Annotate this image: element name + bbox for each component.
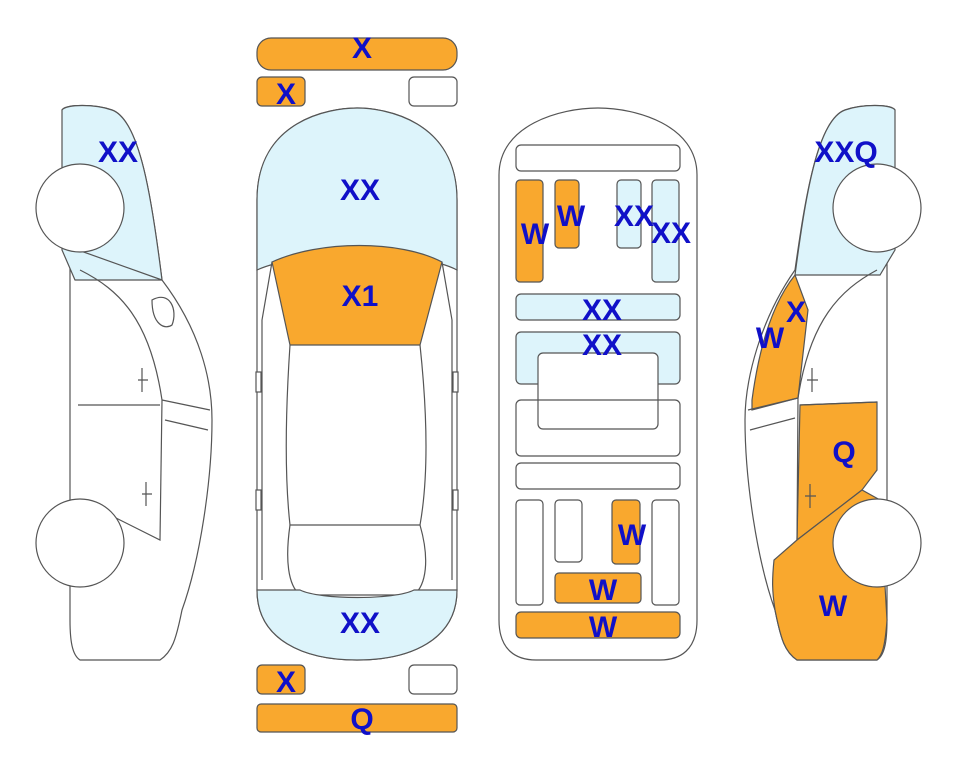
front-bumper-panel[interactable] — [256, 37, 458, 71]
floor-front-crossbar — [515, 144, 681, 172]
floor-front-left-rail[interactable] — [515, 179, 544, 283]
underbody-view: W W XX XX XX XX W W W — [498, 107, 698, 661]
floor-front-left-inner-label: W — [557, 200, 586, 233]
rear-bumper-label: Q — [350, 703, 373, 736]
rear-bumper-panel[interactable] — [256, 703, 458, 733]
front-left-corner-panel[interactable] — [256, 76, 306, 107]
floor-mid-frame — [515, 399, 681, 457]
front-bumper-label: X — [352, 32, 372, 65]
floor-front-left-rail-label: W — [521, 218, 550, 251]
windshield-panel[interactable] — [271, 244, 443, 346]
right-door-seam — [799, 401, 878, 406]
right-window-line — [796, 269, 878, 541]
right-front-wheel — [832, 163, 922, 253]
roof-outline — [285, 344, 427, 526]
left-side-view: XX — [35, 104, 213, 661]
right-mirror-top — [452, 371, 459, 393]
left-hood-line — [77, 249, 163, 281]
left-mirror-top — [255, 371, 262, 393]
right-rear-door-label: Q — [832, 436, 855, 469]
rear-left-corner-panel[interactable] — [256, 664, 306, 695]
front-right-corner-panel[interactable] — [408, 76, 458, 107]
left-handle-top — [255, 489, 262, 511]
left-mirror — [151, 296, 175, 328]
floor-rear-left-rail — [515, 499, 544, 606]
right-rear-glass — [747, 397, 799, 431]
rear-right-corner-panel[interactable] — [408, 664, 458, 695]
left-window-line — [79, 269, 163, 541]
floor-crossmember-2-label: XX — [582, 329, 622, 362]
trunk-label: XX — [340, 607, 380, 640]
floor-rear-end-panel[interactable] — [515, 611, 681, 639]
floor-rear-panel[interactable] — [554, 572, 642, 604]
right-mirror-area-label: W — [756, 322, 785, 355]
right-a-pillar-panel[interactable] — [751, 273, 809, 411]
floor-rear-right-rail[interactable] — [611, 499, 641, 565]
front-left-corner-label: X — [276, 78, 296, 111]
floor-front-right-rail-label: XX — [651, 217, 691, 250]
floor-rear-right-outer — [651, 499, 680, 606]
right-rear-door-handle — [805, 484, 816, 508]
floor-crossmember-1-label: XX — [582, 294, 622, 327]
right-quarter-panel-label: W — [819, 590, 848, 623]
windshield-label: X1 — [342, 280, 379, 313]
right-front-fender-label: XXQ — [814, 136, 877, 169]
left-rear-glass — [161, 399, 211, 431]
rear-window-outline — [287, 524, 427, 596]
floor-rear-end-panel-label: W — [589, 611, 618, 644]
rear-left-corner-label: X — [276, 666, 296, 699]
hood-label: XX — [340, 174, 380, 207]
left-front-door-handle — [138, 368, 148, 392]
left-front-wheel — [35, 163, 125, 253]
right-a-pillar-label: X — [786, 296, 806, 329]
right-handle-top — [452, 489, 459, 511]
floor-front-left-inner[interactable] — [554, 179, 580, 249]
right-rear-wheel — [832, 498, 922, 588]
trunk-panel[interactable] — [256, 589, 458, 661]
left-rear-wheel — [35, 498, 125, 588]
top-view: X X XX X1 XX X Q — [255, 32, 459, 736]
left-rear-door-handle — [142, 482, 152, 506]
right-side-view: XXQ X W Q W — [744, 104, 922, 661]
left-side-pillar-line — [261, 261, 453, 580]
floor-rear-left-inner — [554, 499, 583, 563]
floor-rear-crossbar — [515, 462, 681, 490]
floor-crossmember-1[interactable] — [515, 293, 681, 321]
right-front-door-handle — [807, 368, 818, 392]
left-front-fender-label: XX — [98, 136, 138, 169]
floor-front-right-rail[interactable] — [651, 179, 680, 283]
floor-center-panel — [537, 352, 659, 430]
floor-rear-panel-label: W — [589, 574, 618, 607]
floor-rear-right-rail-label: W — [618, 519, 647, 552]
floor-front-right-inner[interactable] — [616, 179, 642, 249]
floor-front-right-inner-label: XX — [614, 200, 654, 233]
